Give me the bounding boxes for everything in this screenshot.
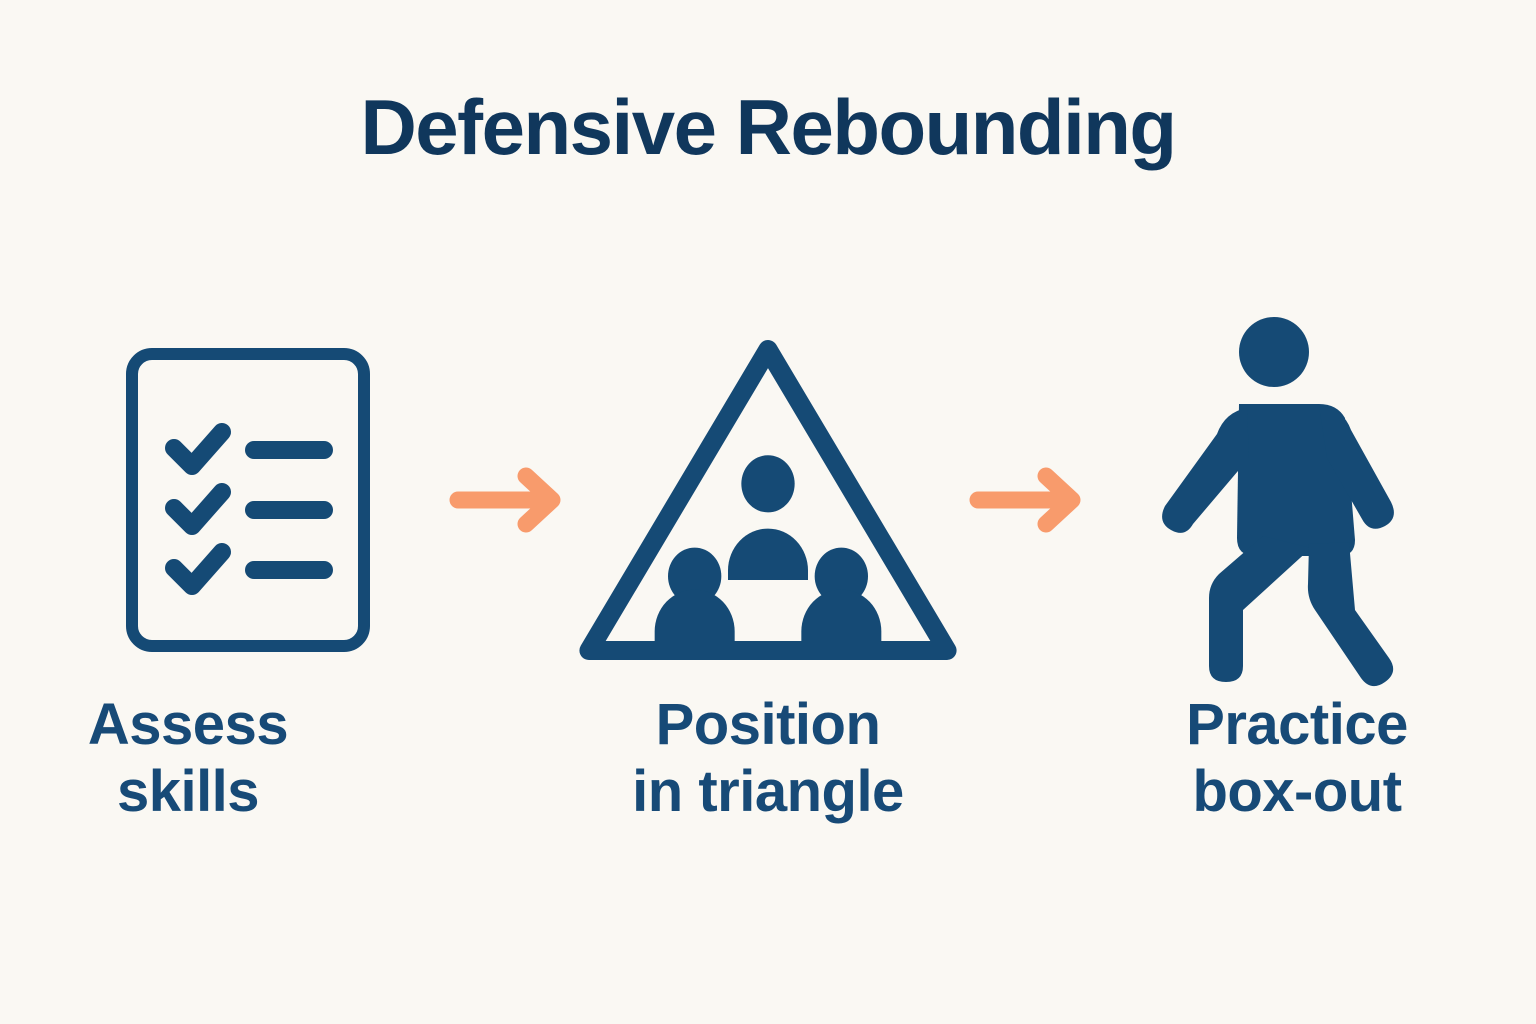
figure-head	[1239, 317, 1309, 387]
process-flow	[0, 300, 1536, 700]
person-icon-top	[728, 455, 808, 580]
connector-2	[968, 300, 1088, 700]
check-mark-icon-2	[165, 483, 231, 535]
walking-person-icon	[1162, 317, 1394, 687]
person-body-top	[728, 528, 808, 580]
caption-step-2-line-1: Position	[655, 692, 881, 757]
step-2-position-in-triangle	[568, 300, 968, 700]
caption-step-3-line-2: box-out	[1192, 758, 1402, 824]
step-3-practice-box-out	[1088, 300, 1488, 700]
connector-1	[448, 300, 568, 700]
arrow-right-icon	[969, 467, 1081, 533]
step-1-assess-skills	[48, 300, 448, 700]
caption-step-1-line-1: Assess	[87, 692, 289, 757]
person-body-bottom-left	[654, 589, 735, 641]
figure-arm-right	[1319, 406, 1394, 529]
caption-step-2-line-2: in triangle	[632, 758, 904, 824]
triangle-outline	[579, 340, 957, 660]
caption-step-1-line-2: skills	[116, 758, 260, 824]
arrow-head	[1037, 467, 1081, 533]
check-mark-icon-1	[165, 423, 231, 475]
check-mark-icon-3	[165, 543, 231, 595]
checklist-page-outline	[126, 348, 370, 652]
caption-step-3: Practice box-out	[1088, 692, 1488, 825]
figure-leg-back	[1209, 536, 1311, 682]
person-icon-bottom-right	[801, 547, 882, 641]
figure-arm-left	[1162, 408, 1249, 533]
person-icon-bottom-left	[654, 547, 735, 641]
caption-step-1: Assess skills	[48, 692, 448, 825]
triangle-people-icon	[579, 340, 957, 660]
person-head-top	[741, 455, 795, 513]
arrow-right-icon	[449, 467, 561, 533]
caption-row: Assess skills Position in triangle Pract…	[0, 692, 1536, 892]
person-body-bottom-right	[801, 589, 882, 641]
checklist-icon	[126, 348, 370, 652]
caption-step-3-line-1: Practice	[1186, 692, 1408, 757]
page-title: Defensive Rebounding	[360, 83, 1177, 171]
person-head-bottom-right	[814, 547, 868, 605]
arrow-head	[517, 467, 561, 533]
figure-leg-front	[1307, 542, 1394, 687]
person-head-bottom-left	[668, 547, 722, 605]
caption-step-2: Position in triangle	[568, 692, 968, 825]
